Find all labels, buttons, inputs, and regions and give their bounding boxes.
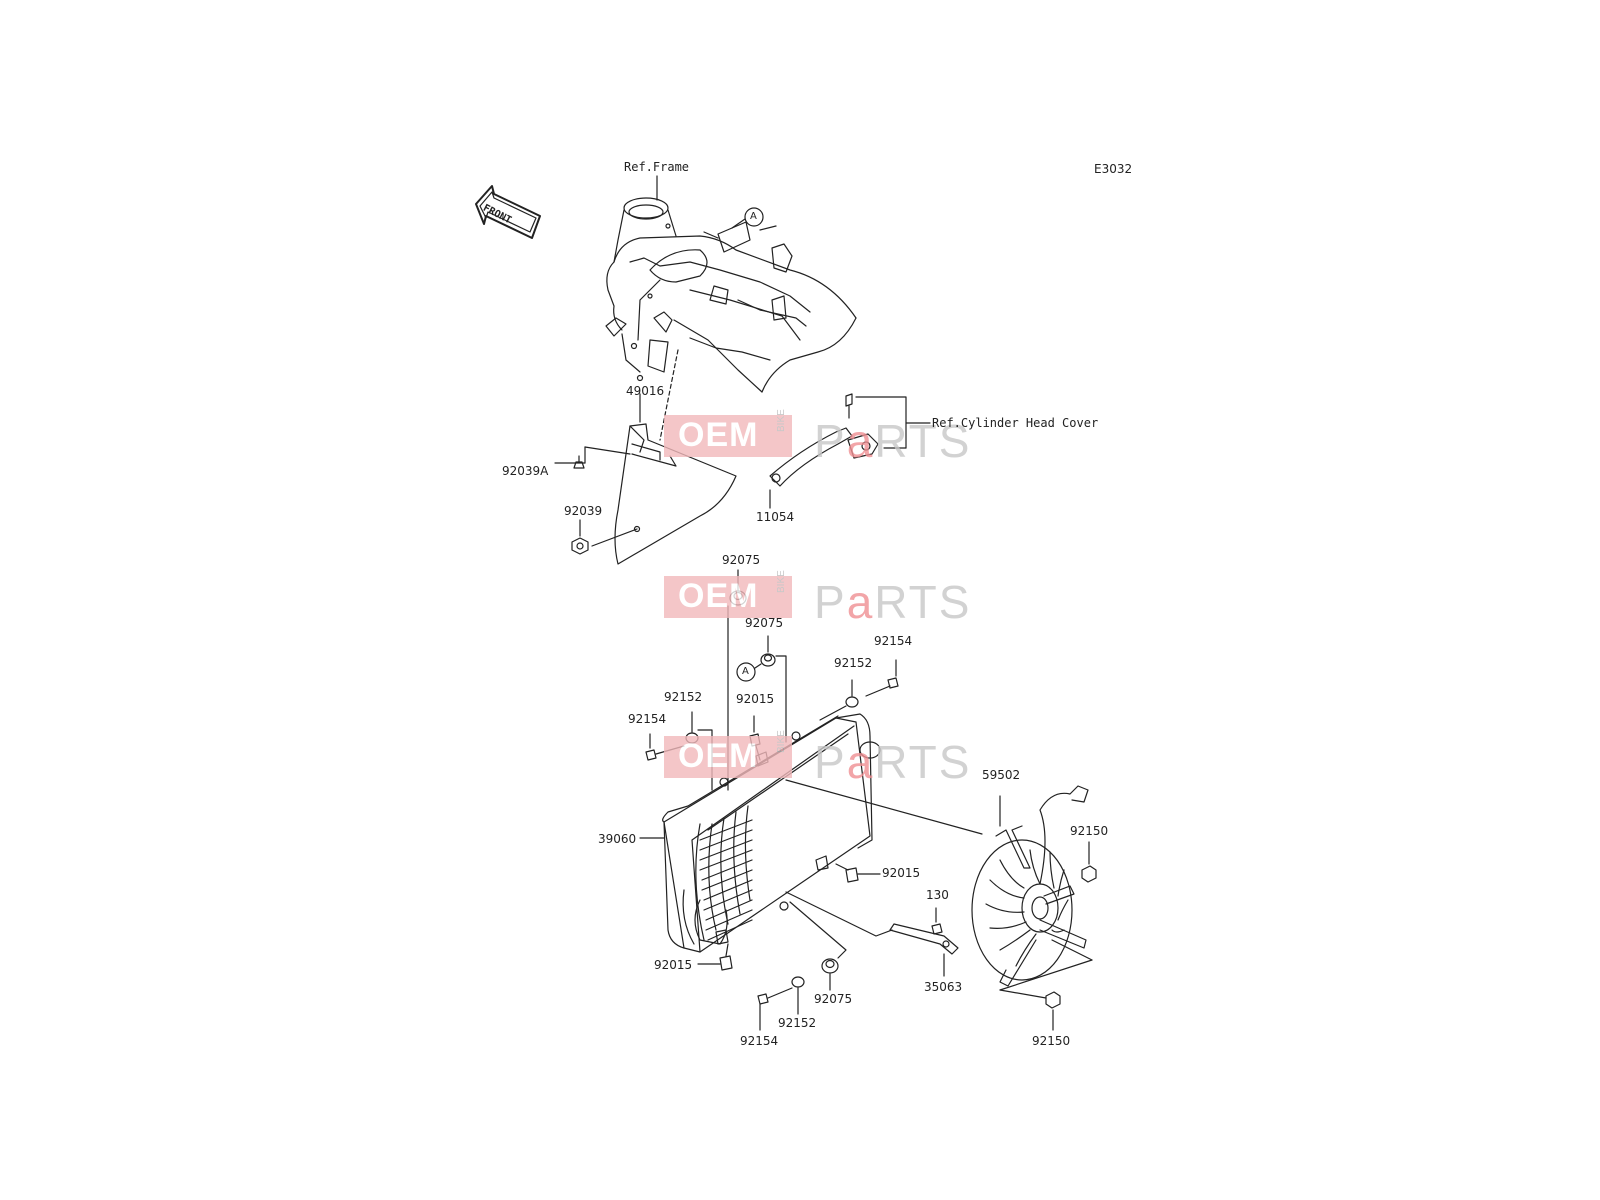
watermark-logo: OEM BIKE PaRTS	[664, 570, 969, 628]
leader-ref-cylinder-head-cover	[855, 396, 931, 424]
part-label-130[interactable]: 130	[926, 888, 949, 902]
collar-92152-bottom	[791, 976, 805, 988]
callout-a-lower-letter: A	[742, 666, 749, 677]
clip-92015-bottom	[719, 955, 733, 971]
part-label-11054[interactable]: 11054	[756, 510, 795, 524]
part-label-92150-right[interactable]: 92150	[1070, 824, 1109, 838]
leader-frame-to-shroud	[659, 349, 679, 441]
part-label-92152-bottom[interactable]: 92152	[778, 1016, 817, 1030]
bolt-92154-right	[865, 677, 899, 697]
part-label-92152-right[interactable]: 92152	[834, 656, 873, 670]
ref-frame-label: Ref.Frame	[624, 160, 690, 174]
part-label-92152-left[interactable]: 92152	[664, 690, 703, 704]
front-arrow-icon	[475, 185, 541, 239]
part-label-49016[interactable]: 49016	[626, 384, 665, 398]
watermark-logo: OEM BIKE PaRTS	[664, 730, 969, 788]
watermark-logo: OEM BIKE PaRTS	[664, 409, 969, 467]
part-label-92154-left[interactable]: 92154	[628, 712, 667, 726]
part-label-92154-bottom[interactable]: 92154	[740, 1034, 779, 1048]
grommet-92075-mid	[760, 653, 776, 667]
part-label-39060[interactable]: 39060	[598, 832, 637, 846]
part-label-92150-bottom[interactable]: 92150	[1032, 1034, 1071, 1048]
clamp-130	[931, 923, 943, 935]
part-label-92039a[interactable]: 92039A	[502, 464, 549, 478]
callout-a-top-letter: A	[750, 211, 757, 222]
nut-92150-right	[1081, 865, 1097, 883]
collar-92152-right	[845, 696, 859, 708]
part-label-92075-mid[interactable]: 92075	[745, 616, 784, 630]
part-label-92039[interactable]: 92039	[564, 504, 603, 518]
clip-92015-right	[845, 867, 859, 883]
ref-cylinder-head-cover-label: Ref.Cylinder Head Cover	[932, 416, 1099, 430]
callout-a-top	[731, 207, 764, 229]
part-label-92015-top[interactable]: 92015	[736, 692, 775, 706]
stay-35063	[889, 923, 959, 955]
frame-drawing	[605, 197, 857, 393]
callout-a-lower	[736, 662, 762, 682]
fan-59502	[971, 785, 1089, 987]
part-label-92015-right[interactable]: 92015	[882, 866, 921, 880]
part-label-59502[interactable]: 59502	[982, 768, 1021, 782]
part-label-92075-top[interactable]: 92075	[722, 553, 761, 567]
shroud-49016-drawing	[614, 423, 737, 565]
bolt-92154-bottom	[757, 987, 793, 1005]
part-label-92015-bottom[interactable]: 92015	[654, 958, 693, 972]
nut-92039	[571, 537, 589, 555]
grommet-92075-bottom	[821, 958, 839, 974]
part-label-35063[interactable]: 35063	[924, 980, 963, 994]
radiator-39060	[662, 713, 881, 953]
part-label-92075-bottom[interactable]: 92075	[814, 992, 853, 1006]
part-label-92154-right[interactable]: 92154	[874, 634, 913, 648]
diagram-id: E3032	[1094, 162, 1133, 176]
bolt-92039a	[573, 455, 585, 469]
bracket-11054	[769, 393, 879, 487]
nut-92150-bottom	[1045, 991, 1061, 1009]
